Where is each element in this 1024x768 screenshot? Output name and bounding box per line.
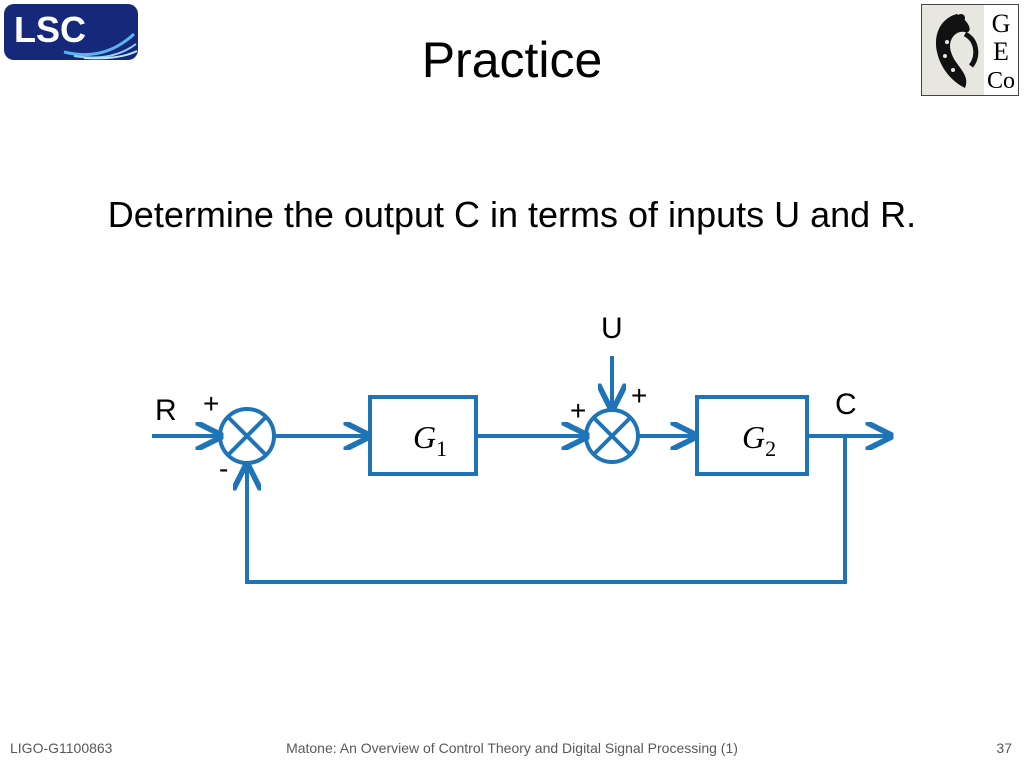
- label-c: C: [835, 388, 857, 421]
- label-u: U: [601, 312, 623, 345]
- footer-caption: Matone: An Overview of Control Theory an…: [286, 740, 738, 756]
- lsc-logo: LSC: [4, 4, 138, 60]
- sum1-plus-sign: +: [203, 388, 219, 419]
- footer-doc-id: LIGO-G1100863: [10, 740, 113, 756]
- geco-letter-co: Co: [987, 68, 1015, 94]
- block-g2-base: G: [742, 419, 765, 455]
- feedback-path: [247, 436, 847, 584]
- sum2-plus-left: +: [570, 395, 586, 426]
- summing-junction-2-cross-b: [592, 416, 632, 456]
- block-g1-base: G: [413, 419, 436, 455]
- block-g1-label: G1: [413, 419, 447, 461]
- block-g1-sub: 1: [436, 436, 447, 461]
- sum2-plus-top: +: [631, 380, 647, 411]
- footer-page-number: 37: [996, 740, 1012, 756]
- geco-logo: G E Co: [921, 4, 1019, 96]
- slide-title: Practice: [421, 32, 603, 88]
- block-g2-sub: 2: [765, 436, 776, 461]
- summing-junction-1-cross-b: [226, 415, 268, 457]
- geco-letter-e: E: [993, 37, 1009, 66]
- geco-letter-g: G: [992, 9, 1011, 38]
- sum1-minus-sign: -: [219, 453, 228, 484]
- block-g2-label: G2: [742, 419, 776, 461]
- block-diagram: R + - U + + C G1 G2: [152, 312, 1024, 584]
- label-r: R: [155, 394, 177, 427]
- question-text: Determine the output C in terms of input…: [107, 194, 917, 235]
- lsc-logo-text: LSC: [14, 9, 86, 50]
